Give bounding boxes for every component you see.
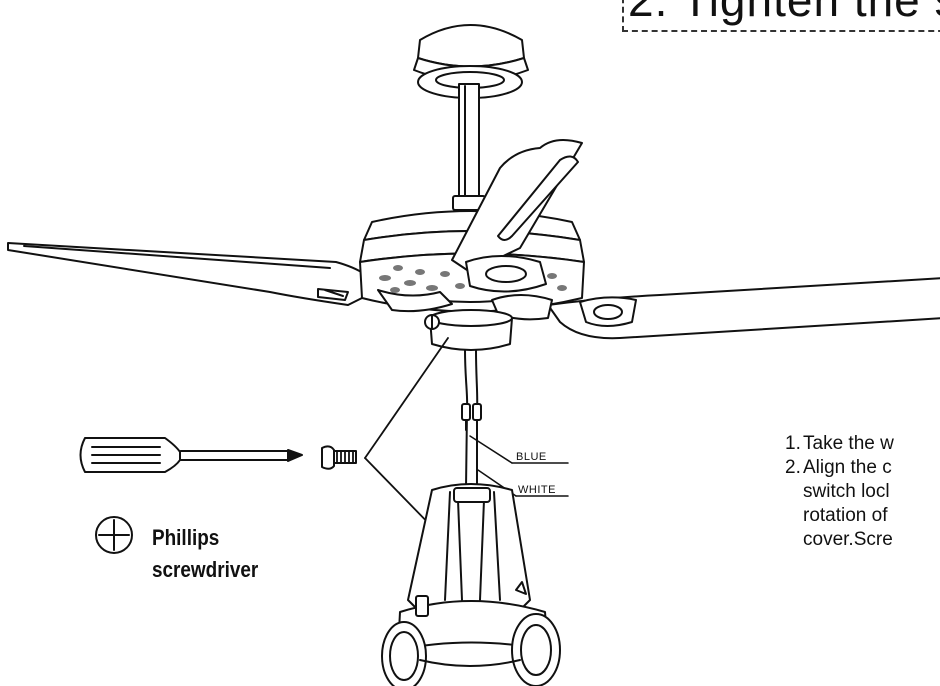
screwdriver-icon [79,437,303,473]
downrod [452,83,486,211]
light-kit-lower-rim [419,659,521,667]
vent-holes [379,265,567,293]
tool-caption-line-1: Phillips [152,525,220,550]
step-2-line: cover.Scre [803,529,893,550]
step-title: 2. Tighten the s [628,0,940,26]
step-title-box: 2. Tighten the s [622,0,940,32]
step-2-number: 2. [785,457,801,478]
step-2-line: rotation of [803,505,888,526]
light-socket-left [381,621,427,686]
instruction-steps: 1. Take the w 2. Align the c switch locl… [785,432,940,552]
step-2-line: Align the c [803,457,892,478]
step-1-number: 1. [785,433,801,454]
fan-blade-right [547,277,940,340]
tool-caption-line-2: screwdriver [152,557,259,582]
canopy [413,24,529,99]
fan-blade-front [451,138,583,293]
step-1: 1. Take the w [785,432,940,456]
step-2-line: switch locl [803,481,890,502]
screw-icon [321,445,357,470]
light-kit-switch-housing [397,483,549,651]
phillips-cross-icon [95,516,133,554]
wire-label-blue: BLUE [516,451,547,463]
fan-blade-left [7,242,379,306]
wire-label-white: WHITE [518,484,556,496]
light-socket-right [511,613,561,686]
switch-housing-cup [424,309,513,351]
step-1-line: Take the w [803,433,894,454]
wire-connectors [461,403,482,431]
step-2: 2. Align the c switch locl rotation of c… [785,456,940,552]
tool-caption: Phillips screwdriver [152,522,258,586]
